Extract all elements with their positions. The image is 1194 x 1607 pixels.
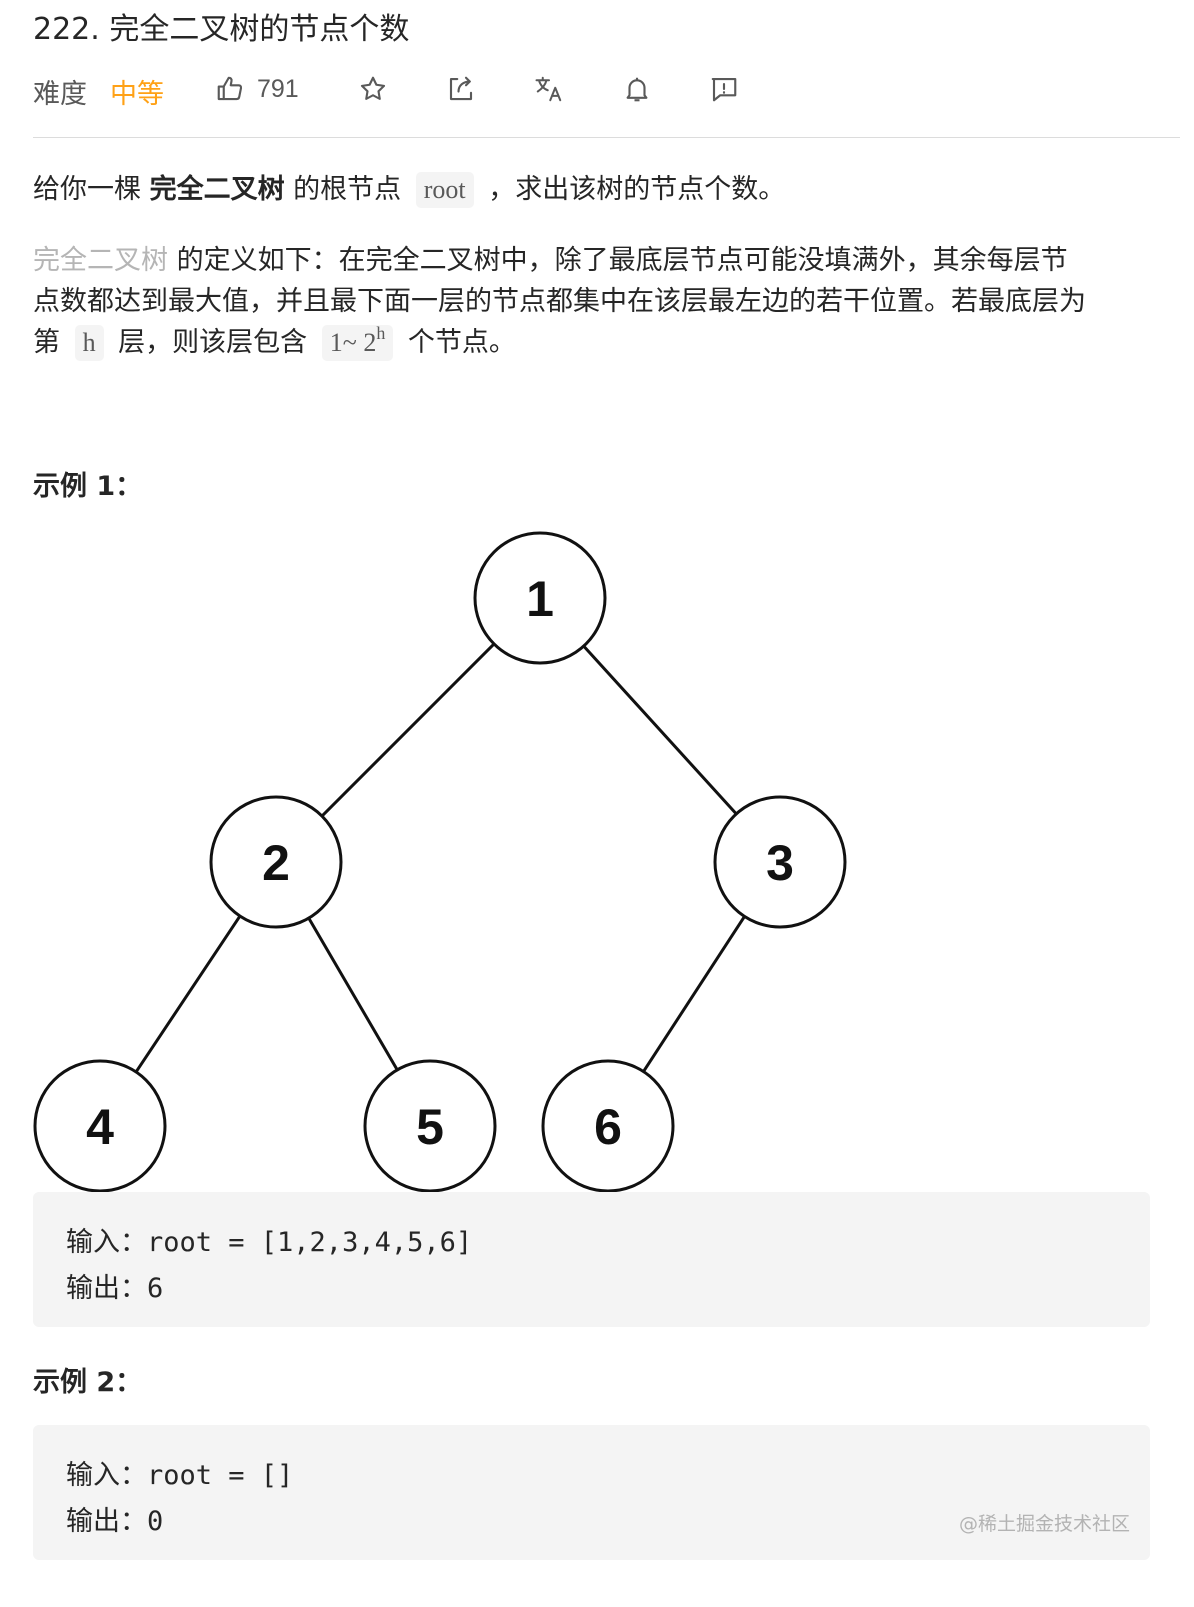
translate-button[interactable]	[534, 70, 564, 108]
tree-node-label: 2	[262, 835, 290, 891]
tree-node-circle	[473, 531, 607, 665]
inline-code-h: h	[74, 325, 104, 361]
tree-node-2: 2	[209, 795, 343, 929]
complete-binary-tree-link[interactable]: 完全二叉树	[33, 245, 168, 276]
example-1-tree-diagram: 1 2 3 4 5 6	[33, 531, 847, 1193]
problem-toolbar: 难度 中等 791	[33, 66, 1173, 112]
tree-node-3: 3	[713, 795, 847, 929]
page-title: 222. 完全二叉树的节点个数	[33, 12, 410, 47]
feedback-icon	[711, 77, 737, 102]
tree-node-label: 1	[526, 571, 554, 627]
tree-edge-1-2	[320, 642, 496, 818]
tree-node-label: 5	[416, 1099, 444, 1155]
translate-icon	[535, 76, 562, 102]
tree-node-label: 6	[594, 1099, 622, 1155]
example-1-output: 输出：6	[66, 1273, 164, 1304]
tree-node-circle	[713, 795, 847, 929]
tree-node-4: 4	[33, 1059, 167, 1193]
subscribe-button[interactable]	[622, 70, 652, 108]
tree-node-label: 3	[766, 835, 794, 891]
example-2-code-block: 输入：root = [] 输出：0	[33, 1425, 1150, 1560]
tree-node-label: 4	[86, 1099, 114, 1155]
tree-edge-2-5	[307, 917, 399, 1071]
feedback-button[interactable]	[709, 70, 739, 108]
share-icon	[449, 76, 473, 101]
tree-edge-1-3	[582, 645, 738, 815]
tree-edge-2-4	[134, 915, 242, 1073]
tree-node-circle	[363, 1059, 497, 1193]
inline-code-root: root	[415, 172, 474, 208]
like-button[interactable]: 791	[215, 70, 299, 108]
difficulty-badge: 中等	[110, 79, 164, 110]
tree-node-circle	[209, 795, 343, 929]
tree-edge-3-6	[642, 915, 746, 1073]
tree-node-1: 1	[473, 531, 607, 665]
bell-icon	[626, 77, 648, 102]
example-2-heading: 示例 2：	[33, 1367, 143, 1398]
description-paragraph-2: 完全二叉树 的定义如下：在完全二叉树中，除了最底层节点可能没填满外，其余每层节 …	[33, 240, 1086, 363]
star-icon	[360, 76, 386, 100]
share-button[interactable]	[446, 70, 476, 108]
watermark: @稀土掘金技术社区	[958, 1513, 1130, 1535]
tree-node-circle	[33, 1059, 167, 1193]
tree-node-circle	[541, 1059, 675, 1193]
example-2-output: 输出：0	[66, 1506, 164, 1537]
tree-node-5: 5	[363, 1059, 497, 1193]
thumbs-up-icon	[217, 76, 243, 101]
term-complete-binary-tree: 完全二叉树	[149, 174, 285, 205]
example-1-heading: 示例 1：	[33, 471, 143, 502]
description-paragraph-1: 给你一棵 完全二叉树 的根节点 root ，求出该树的节点个数。	[33, 168, 785, 212]
like-count: 791	[257, 74, 299, 103]
header-divider	[33, 137, 1180, 138]
example-1-input: 输入：root = [1,2,3,4,5,6]	[66, 1227, 473, 1258]
inline-code-range: 1~ 2h	[321, 324, 394, 361]
tree-node-6: 6	[541, 1059, 675, 1193]
favorite-button[interactable]	[358, 70, 388, 108]
example-1-code-block: 输入：root = [1,2,3,4,5,6] 输出：6	[33, 1192, 1150, 1327]
example-2-input: 输入：root = []	[66, 1460, 294, 1491]
difficulty-label: 难度	[33, 79, 87, 110]
